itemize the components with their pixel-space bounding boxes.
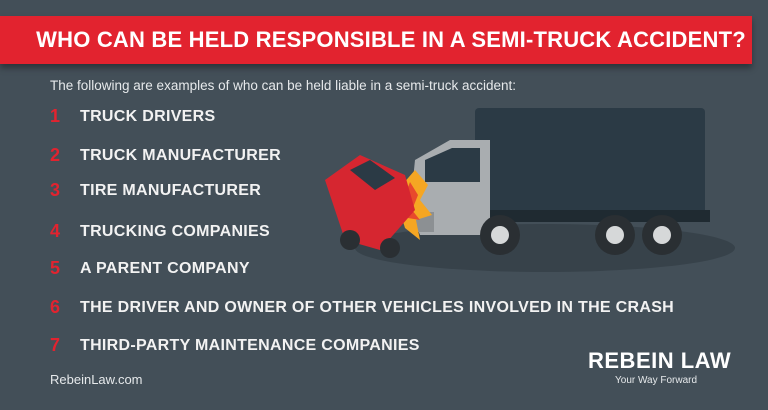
list-item: 6 THE DRIVER AND OWNER OF OTHER VEHICLES … <box>50 297 674 318</box>
car-wheel <box>340 230 360 250</box>
title-banner: WHO CAN BE HELD RESPONSIBLE IN A SEMI-TR… <box>0 16 752 64</box>
logo-name: REBEIN LAW <box>588 348 732 373</box>
brand-logo: REBEIN LAW Your Way Forward <box>588 348 731 386</box>
item-number: 7 <box>50 335 61 355</box>
list-item: 5 A PARENT COMPANY <box>50 258 250 279</box>
car-windshield <box>350 160 395 190</box>
item-number: 4 <box>50 221 61 241</box>
truck-crash-illustration <box>325 108 735 272</box>
list-item: 4 TRUCKING COMPANIES <box>50 221 270 242</box>
logo-tagline: Your Way Forward <box>615 375 698 386</box>
item-label: TRUCK DRIVERS <box>80 107 216 125</box>
truck-cargo-box <box>475 108 705 218</box>
page-title: WHO CAN BE HELD RESPONSIBLE IN A SEMI-TR… <box>36 27 746 52</box>
item-number: 2 <box>50 145 61 165</box>
truck-window <box>425 148 480 182</box>
item-label: TIRE MANUFACTURER <box>80 181 262 199</box>
item-label: TRUCK MANUFACTURER <box>80 146 281 164</box>
list-item: 3 TIRE MANUFACTURER <box>50 180 261 201</box>
item-number: 6 <box>50 297 61 317</box>
website-link[interactable]: RebeinLaw.com <box>50 372 143 387</box>
item-label: A PARENT COMPANY <box>80 259 250 277</box>
item-number: 5 <box>50 258 61 278</box>
item-number: 3 <box>50 180 61 200</box>
list-item: 2 TRUCK MANUFACTURER <box>50 145 281 166</box>
item-label: THE DRIVER AND OWNER OF OTHER VEHICLES I… <box>80 298 675 316</box>
intro-text: The following are examples of who can be… <box>50 78 516 93</box>
list-item: 7 THIRD-PARTY MAINTENANCE COMPANIES <box>50 335 420 356</box>
car-wheel <box>380 238 400 258</box>
item-number: 1 <box>50 106 61 126</box>
ground-shadow <box>355 224 735 272</box>
item-label: THIRD-PARTY MAINTENANCE COMPANIES <box>80 336 420 354</box>
item-label: TRUCKING COMPANIES <box>80 222 270 240</box>
list-item: 1 TRUCK DRIVERS <box>50 106 215 127</box>
